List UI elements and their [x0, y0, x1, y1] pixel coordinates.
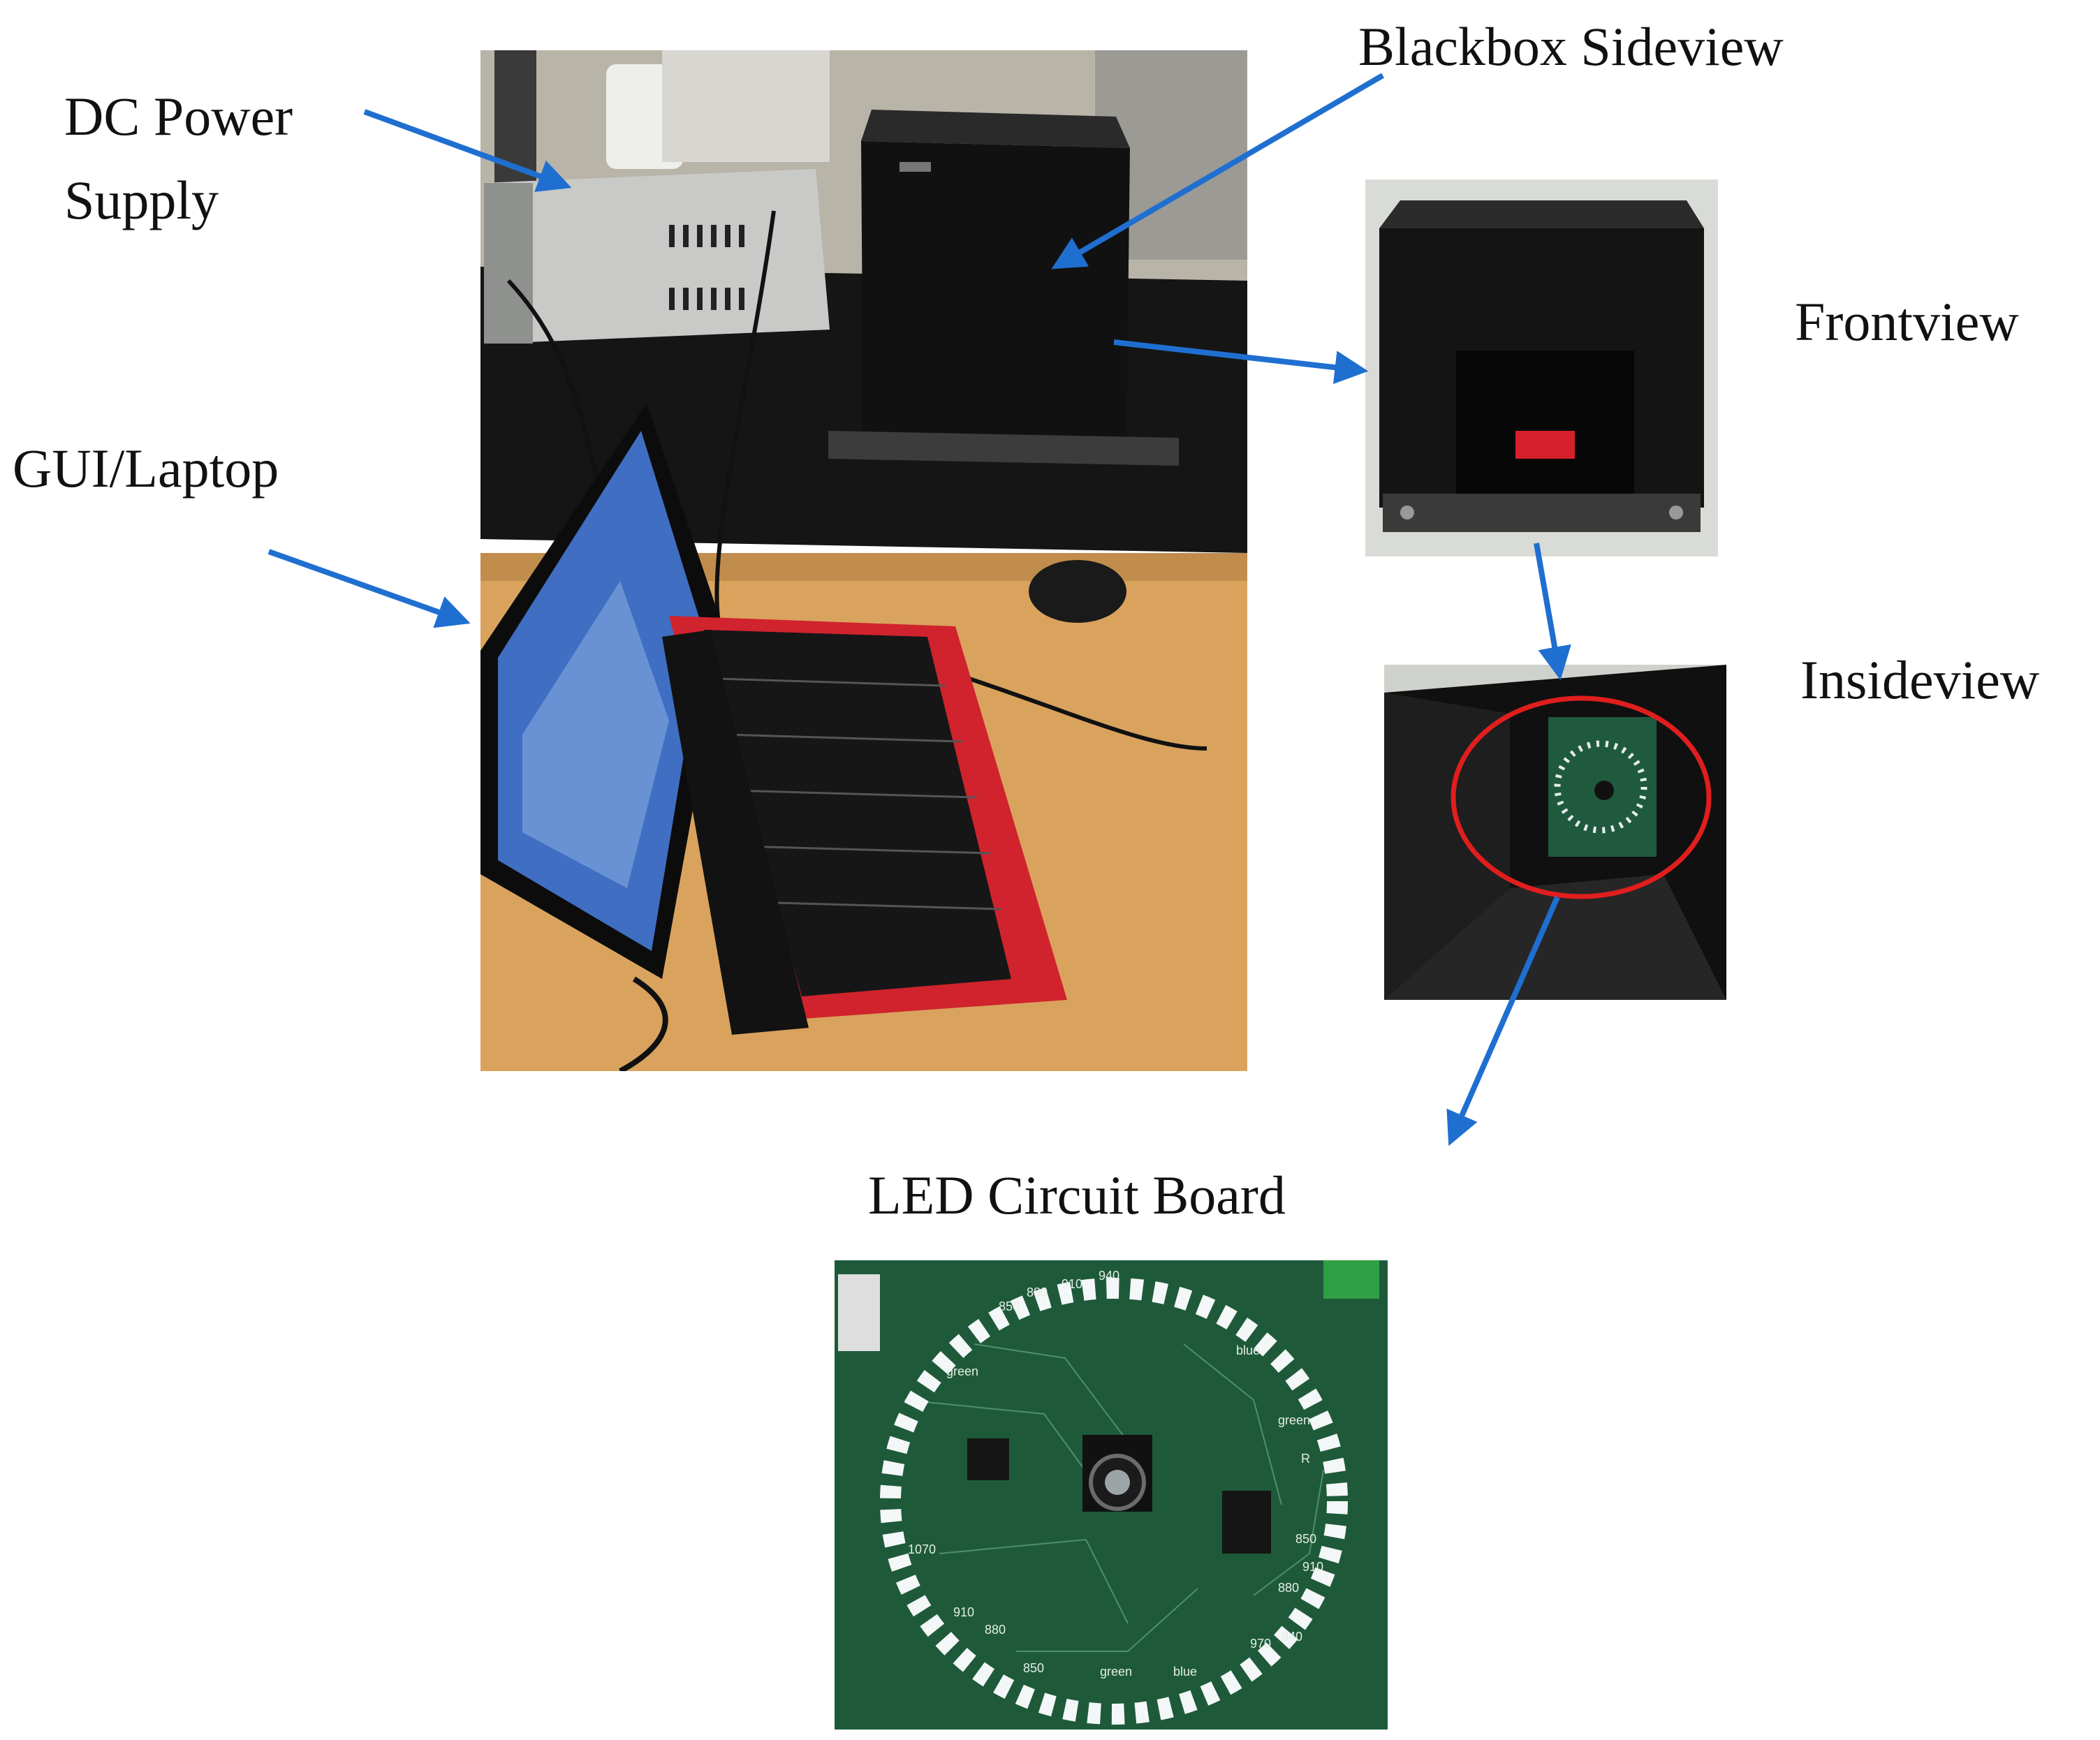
dc-power-label-line2: Supply [64, 169, 219, 230]
board-marking: 910 [953, 1605, 974, 1619]
arrow-dc-power-supply [363, 109, 572, 192]
board-marking: blue [1236, 1343, 1260, 1357]
frontview-label: Frontview [1795, 291, 2019, 352]
arrow-blackbox-sideview [1051, 73, 1385, 270]
led-circuit-board-label: LED Circuit Board [868, 1165, 1286, 1225]
board-marking: 940 [1282, 1630, 1302, 1644]
board-marking: 850 [999, 1299, 1020, 1313]
board-marking: 880 [1027, 1285, 1048, 1299]
board-marking: 940 [1099, 1269, 1119, 1283]
board-marking: blue [1173, 1665, 1197, 1679]
arrow-gui-laptop [267, 549, 471, 628]
board-marking: 880 [1278, 1581, 1299, 1595]
dc-power-supply-label: DC Power Supply [64, 82, 293, 234]
arrow-to-frontview [1113, 339, 1369, 385]
board-marking: green [1100, 1665, 1132, 1679]
led-circuit-board-photo: 850 880 910 940 940 850 green blue green… [835, 1260, 1388, 1730]
insideview-photo [1384, 665, 1726, 1000]
board-marking: 910 [1302, 1560, 1323, 1574]
blackbox-sideview-label: Blackbox Sideview [1358, 16, 1784, 77]
arrow-to-insideview [1534, 543, 1571, 681]
board-marking: 970 [1250, 1637, 1271, 1651]
insideview-label: Insideview [1800, 649, 2040, 710]
board-marking: R [1301, 1452, 1310, 1466]
board-marking: 880 [985, 1623, 1006, 1637]
main-setup-photo [480, 50, 1247, 1071]
board-marking: 1070 [908, 1542, 936, 1556]
frontview-photo [1365, 179, 1718, 556]
arrow-to-led-board [1446, 896, 1560, 1147]
board-marking: green [946, 1364, 978, 1378]
board-marking: 850 [1023, 1661, 1044, 1675]
board-marking: green [1278, 1413, 1310, 1427]
board-marking: 850 [1295, 1532, 1316, 1546]
gui-laptop-label: GUI/Laptop [13, 438, 279, 499]
board-marking: 910 [1062, 1277, 1082, 1291]
dc-power-label-line1: DC Power [64, 86, 293, 147]
